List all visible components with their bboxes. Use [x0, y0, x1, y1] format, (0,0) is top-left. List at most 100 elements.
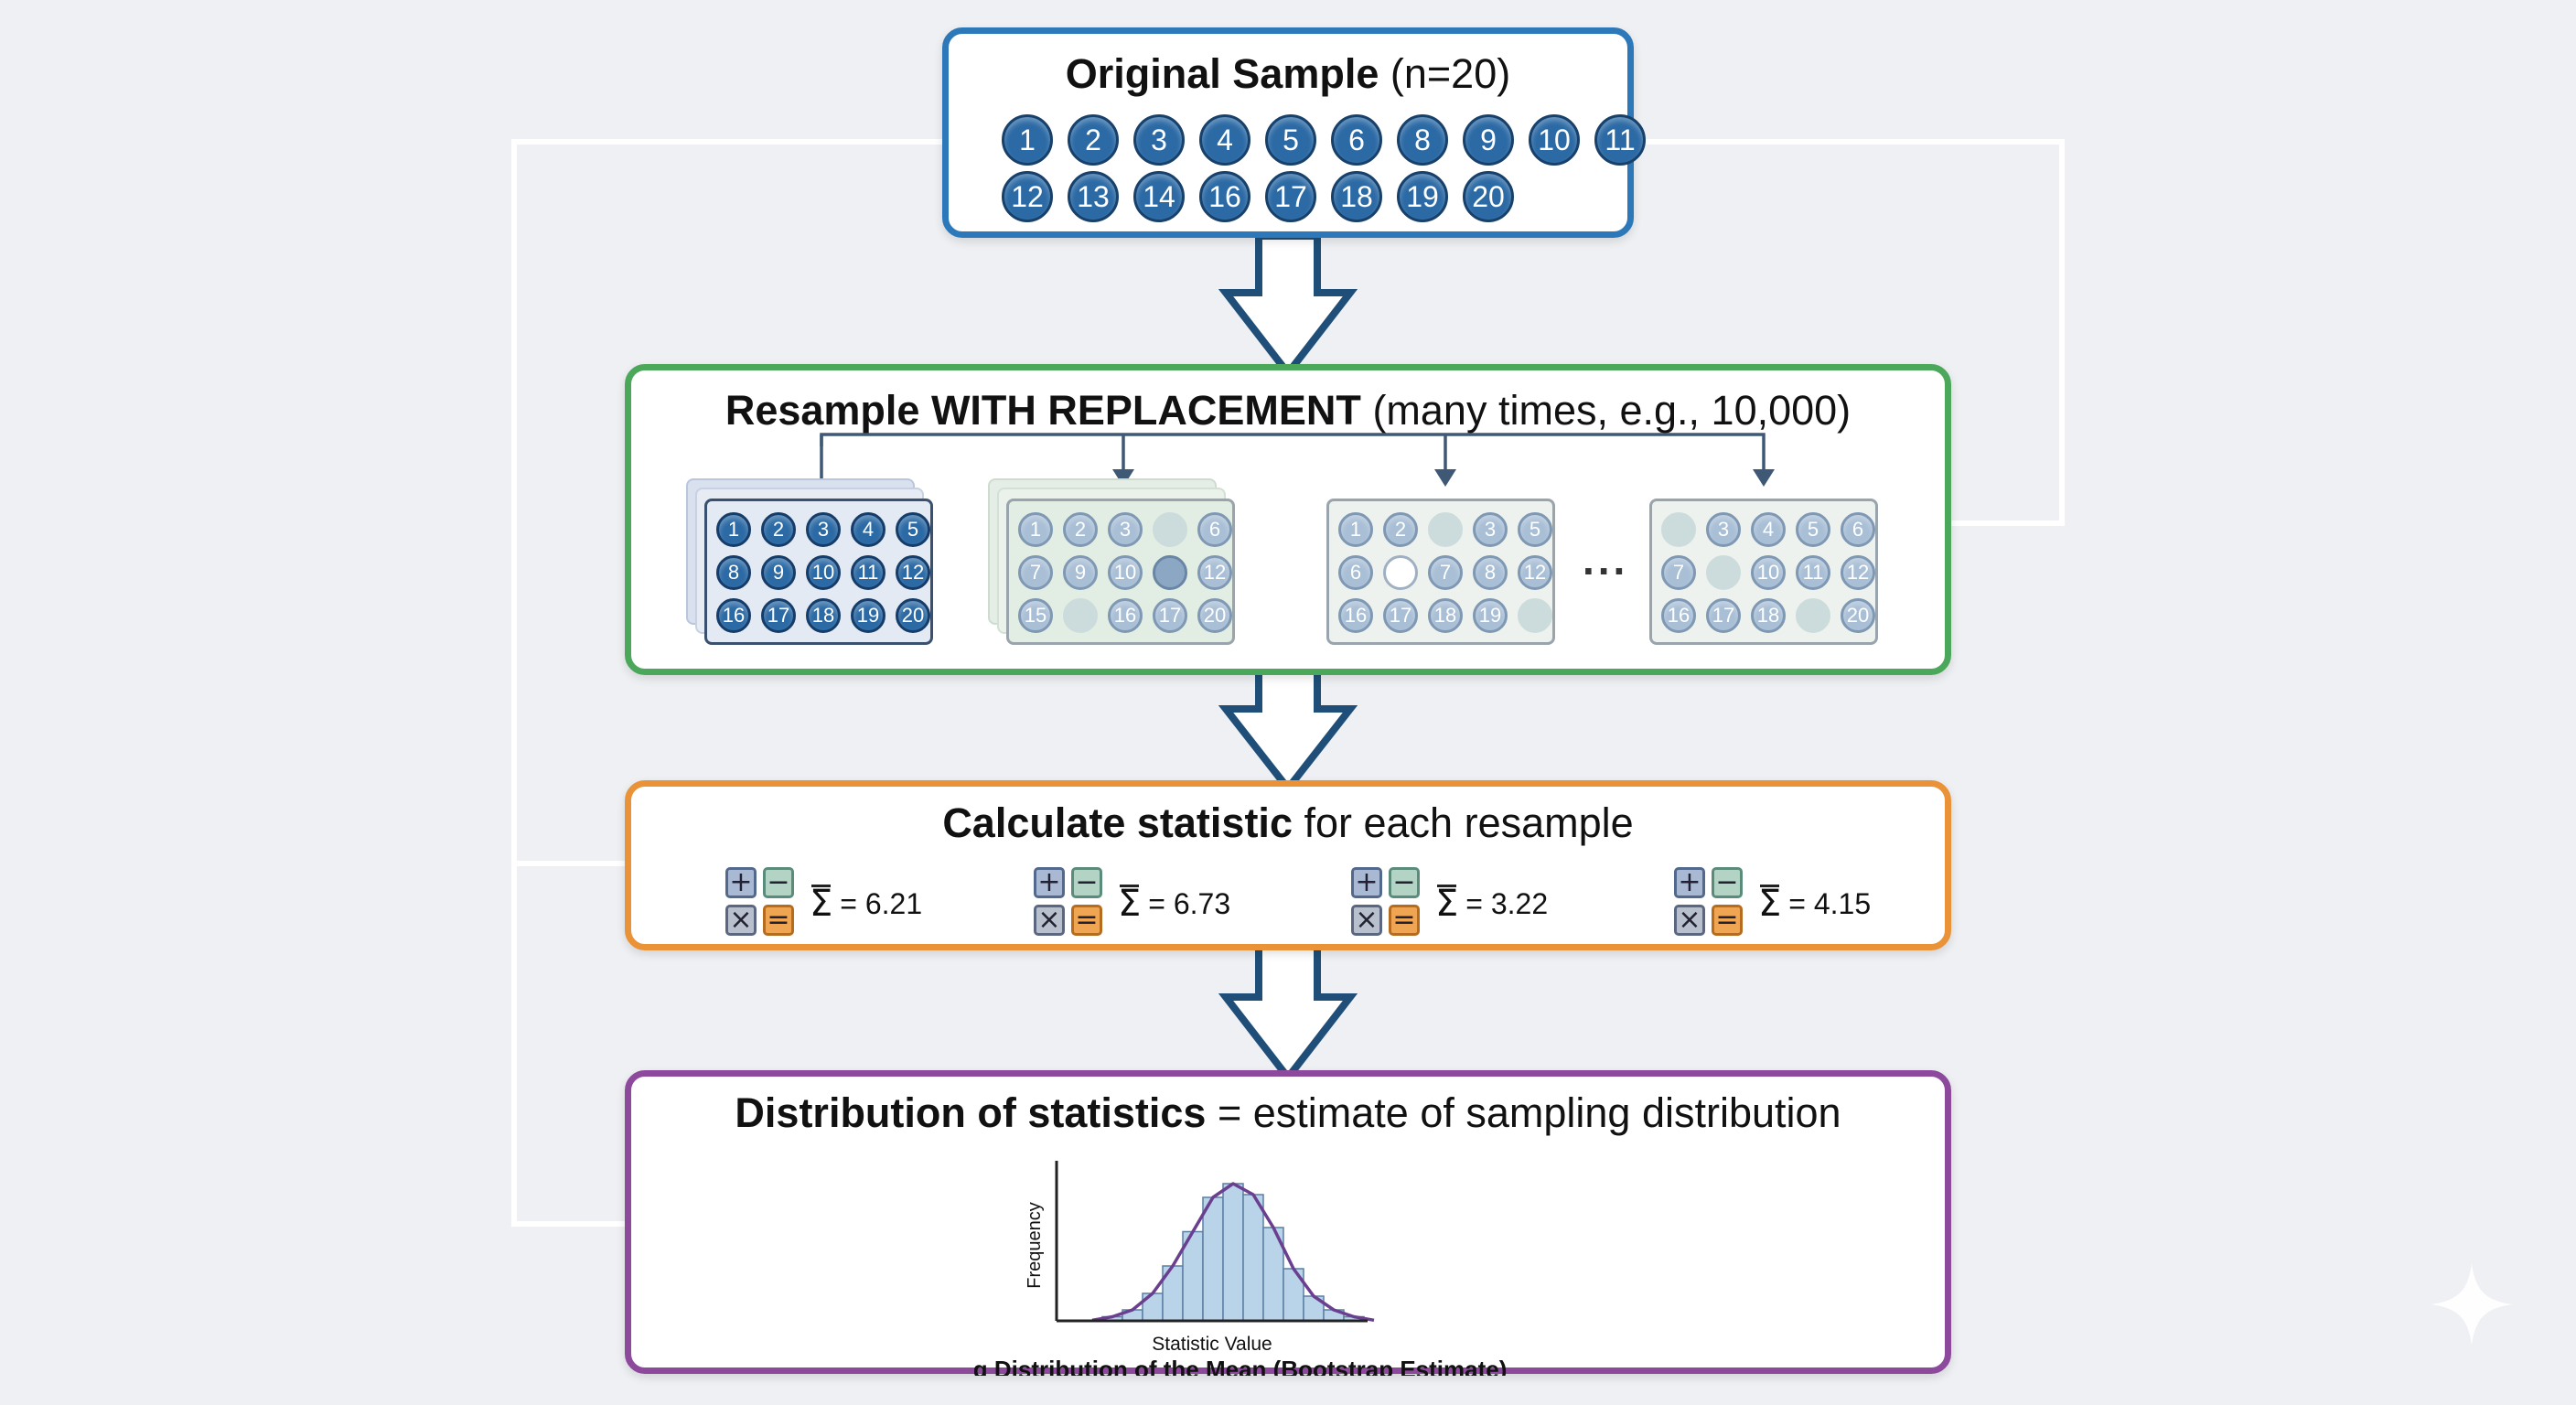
- statistic-value-text: = 3.22: [1465, 886, 1549, 920]
- calculator-key-equal: =: [1389, 905, 1420, 936]
- down-arrow-3: [1218, 937, 1358, 1084]
- resample-number-ball: 9: [761, 555, 796, 590]
- resample-number-ball: 4: [851, 512, 886, 547]
- resample-number-ball: 17: [1706, 598, 1741, 633]
- calculator-icon: +−×=: [725, 867, 799, 940]
- resample-number-ball: 11: [1796, 555, 1830, 590]
- down-arrow-1: [1218, 232, 1358, 380]
- resample-number-ball: 6: [1841, 512, 1875, 547]
- resample-number-ball: [1153, 555, 1187, 590]
- calculator-key-times: ×: [1674, 905, 1705, 936]
- feedback-loop-left: [511, 139, 942, 1227]
- resample-number-ball: 1: [1018, 512, 1053, 547]
- resample-number-ball: 2: [1063, 512, 1098, 547]
- sample-number-ball: 18: [1331, 171, 1382, 222]
- statistic-item: +−×=Σ= 6.21: [725, 867, 922, 940]
- resample-number-ball: [1706, 555, 1741, 590]
- resample-number-ball: 18: [1751, 598, 1786, 633]
- sigma-symbol: Σ: [1118, 883, 1142, 925]
- sample-number-ball: 8: [1397, 114, 1448, 166]
- resample-number-ball: 3: [1473, 512, 1508, 547]
- resample-number-ball: 16: [1108, 598, 1143, 633]
- resample-number-ball: 12: [1197, 555, 1232, 590]
- sample-number-ball: 12: [1002, 171, 1053, 222]
- resample-number-ball: [1063, 598, 1098, 633]
- calculator-icon: +−×=: [1034, 867, 1107, 940]
- sigma-symbol: Σ: [1758, 883, 1782, 925]
- resample-number-ball: 18: [1428, 598, 1463, 633]
- resample-title: Resample WITH REPLACEMENT (many times, e…: [631, 387, 1945, 434]
- original-title-bold: Original Sample: [1065, 50, 1379, 97]
- y-axis-label: Frequency: [1025, 1202, 1045, 1289]
- density-curve: [1091, 1182, 1375, 1323]
- resample-number-ball: [1383, 555, 1418, 590]
- resample-number-ball: 12: [896, 555, 930, 590]
- sample-number-ball: 19: [1397, 171, 1448, 222]
- calculator-key-plus: +: [725, 867, 757, 898]
- resample-title-rest: (many times, e.g., 10,000): [1372, 387, 1852, 434]
- statistic-value: Σ= 3.22: [1435, 883, 1548, 925]
- calculator-key-minus: −: [1071, 867, 1102, 898]
- resample-number-ball: 8: [716, 555, 751, 590]
- resample-number-ball: 19: [851, 598, 886, 633]
- sample-number-ball: 2: [1068, 114, 1119, 166]
- calculate-title: Calculate statistic for each resample: [631, 799, 1945, 847]
- resample-title-bold: Resample WITH REPLACEMENT: [724, 387, 1361, 434]
- resample-number-ball: 5: [896, 512, 930, 547]
- resample-number-ball: 1: [716, 512, 751, 547]
- resample-number-ball: 17: [761, 598, 796, 633]
- resample-number-ball: 7: [1661, 555, 1696, 590]
- resample-number-ball: [1428, 512, 1463, 547]
- resample-number-ball: [1661, 512, 1696, 547]
- resample-number-ball: 6: [1338, 555, 1373, 590]
- sigma-symbol: Σ: [1435, 883, 1459, 925]
- calculator-key-times: ×: [725, 905, 757, 936]
- resample-number-ball: 10: [1751, 555, 1786, 590]
- resample-number-ball: 7: [1018, 555, 1053, 590]
- chart-title: Sampling Distribution of the Mean (Boots…: [974, 1356, 1507, 1376]
- sample-number-ball: 17: [1265, 171, 1316, 222]
- resample-number-ball: 5: [1518, 512, 1552, 547]
- distribution-title-rest: = estimate of sampling distribution: [1217, 1089, 1841, 1136]
- statistic-item: +−×= Σ= 6.73: [1034, 867, 1230, 940]
- calculator-icon: +−×=: [1674, 867, 1747, 940]
- x-axis-label: Statistic Value: [1152, 1334, 1272, 1355]
- calculator-key-times: ×: [1034, 905, 1065, 936]
- statistic-value: Σ= 4.15: [1758, 883, 1871, 925]
- resample-number-ball: [1153, 512, 1187, 547]
- sigma-symbol: Σ: [810, 883, 833, 925]
- sample-number-ball: 6: [1331, 114, 1382, 166]
- calculator-key-equal: =: [1071, 905, 1102, 936]
- sample-number-ball: 13: [1068, 171, 1119, 222]
- distribution-box: Distribution of statistics = estimate of…: [625, 1070, 1951, 1376]
- resample-number-ball: 19: [1473, 598, 1508, 633]
- resample-number-ball: 3: [806, 512, 841, 547]
- resample-number-ball: 16: [1661, 598, 1696, 633]
- sample-number-ball: 20: [1463, 171, 1514, 222]
- resample-number-ball: 20: [1197, 598, 1232, 633]
- resample-number-ball: 8: [1473, 555, 1508, 590]
- resample-number-ball: 9: [1063, 555, 1098, 590]
- resample-number-ball: 6: [1197, 512, 1232, 547]
- sample-number-ball: 9: [1463, 114, 1514, 166]
- original-title-rest: (n=20): [1390, 50, 1511, 97]
- resample-number-ball: 3: [1108, 512, 1143, 547]
- calculator-key-plus: +: [1034, 867, 1065, 898]
- statistic-value-text: = 6.73: [1148, 886, 1231, 920]
- calculate-statistic-box: Calculate statistic for each resample +−…: [625, 780, 1951, 950]
- resample-number-ball: [1796, 598, 1830, 633]
- sample-number-ball: 14: [1133, 171, 1185, 222]
- calculator-key-plus: +: [1674, 867, 1705, 898]
- statistic-value-text: = 4.15: [1788, 886, 1872, 920]
